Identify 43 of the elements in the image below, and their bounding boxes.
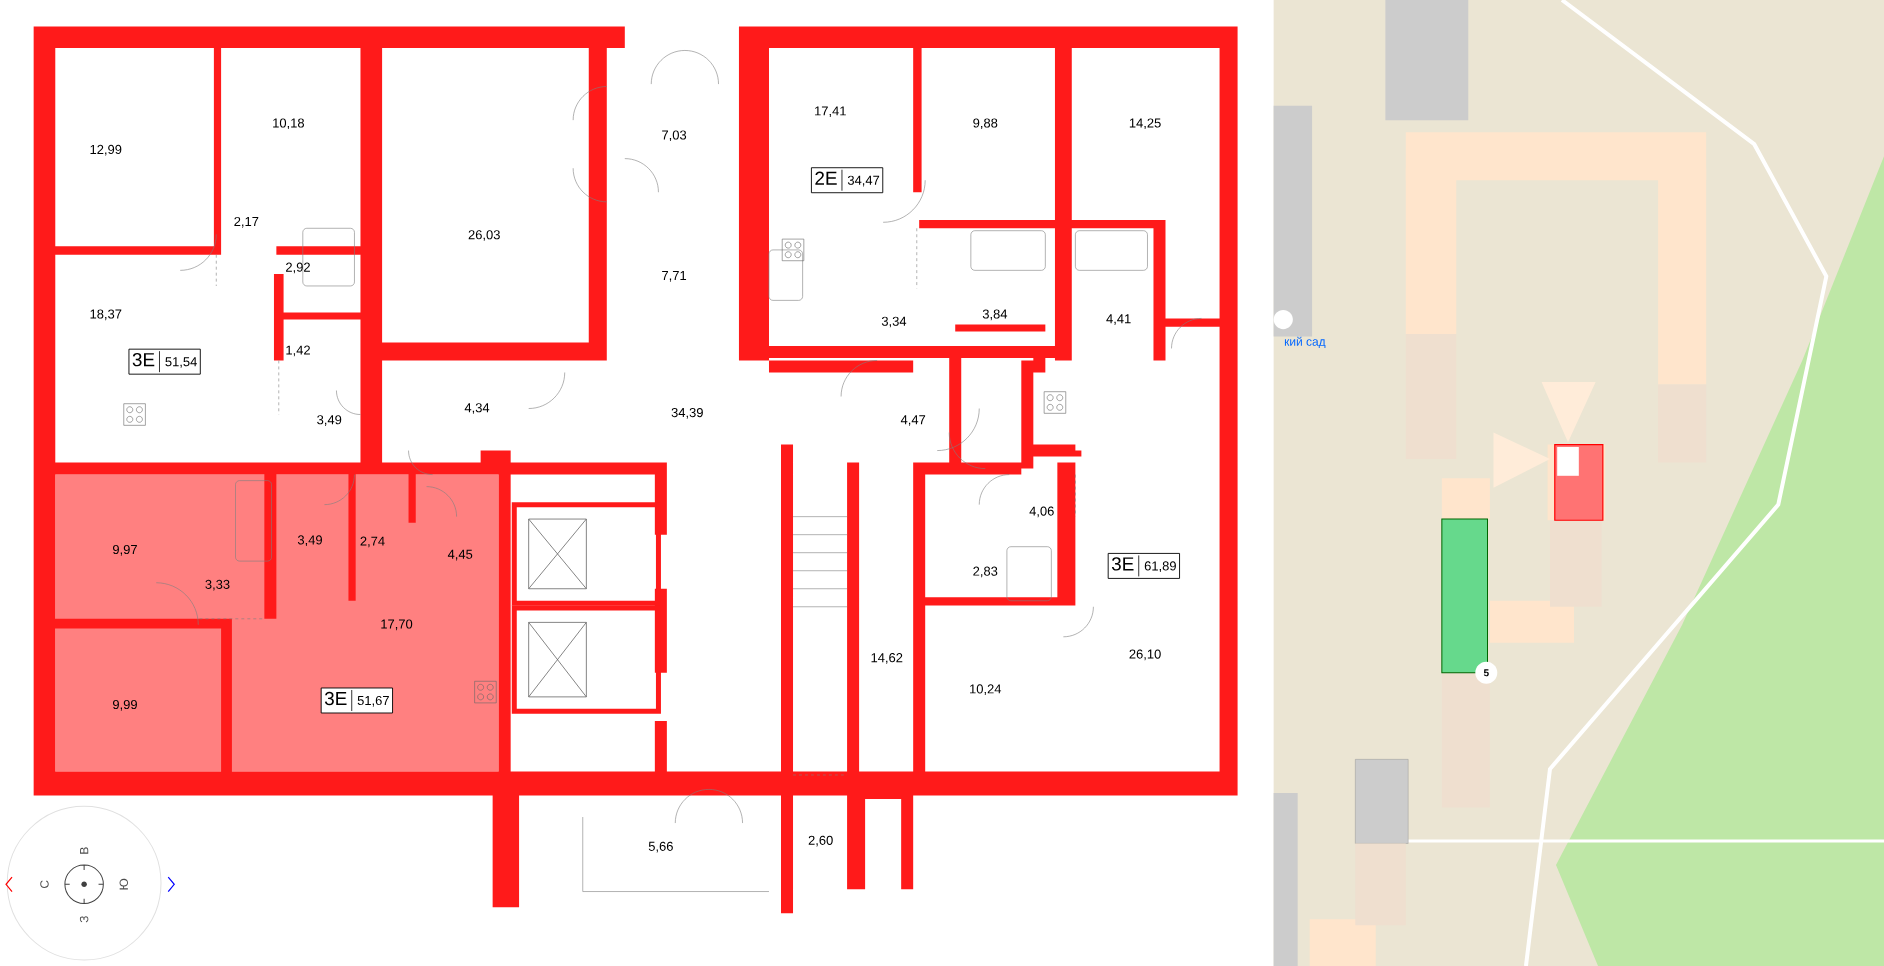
area-label: 9,88 [973, 118, 998, 130]
area-label: 3,33 [205, 579, 230, 591]
area-label: 10,18 [273, 118, 304, 130]
area-label: 17,70 [381, 619, 413, 631]
area-label: 2,92 [286, 262, 310, 274]
area-label: 18,37 [90, 309, 122, 321]
apartment-badge: 3Е 61,89 [1107, 552, 1180, 579]
area-label: 4,34 [464, 403, 490, 414]
compass-letter: В [80, 847, 89, 854]
area-label: 2,74 [360, 536, 385, 548]
area-label: 34,39 [671, 407, 703, 419]
area-label: 2,60 [808, 835, 833, 847]
map-label: кий сад [1284, 336, 1326, 349]
area-label: 14,25 [1129, 118, 1161, 130]
area-label: 2,83 [973, 566, 998, 578]
compass-letter: З [79, 916, 89, 923]
building-number: 5 [1475, 661, 1498, 684]
area-label: 4,06 [1029, 506, 1054, 518]
area-label: 7,03 [662, 130, 687, 142]
compass-letter: Ю [119, 878, 128, 890]
area-label: 1,42 [286, 345, 310, 357]
area-label: 3,84 [982, 309, 1008, 321]
area-label: 9,99 [113, 699, 137, 711]
area-label: 4,47 [900, 415, 926, 426]
area-label: 26,10 [1129, 649, 1161, 661]
area-label: 3,49 [297, 535, 322, 547]
compass-letter: С [40, 880, 49, 889]
apartment-badge: 3Е 51,54 [128, 348, 201, 375]
area-label: 5,66 [648, 841, 673, 853]
area-label: 26,03 [468, 230, 500, 241]
apartment-badge: 3Е 51,67 [320, 687, 393, 714]
area-label: 10,24 [970, 684, 1002, 696]
area-label: 17,41 [815, 106, 846, 118]
area-label: 12,99 [90, 144, 122, 156]
area-label: 3,49 [317, 415, 342, 426]
area-label: 14,62 [871, 653, 903, 664]
area-label: 4,45 [447, 549, 473, 561]
area-label: 3,34 [881, 316, 907, 328]
apartment-badge: 2Е 34,47 [810, 167, 884, 194]
area-label: 2,17 [234, 216, 259, 228]
area-label: 4,41 [1106, 314, 1131, 325]
area-label: 7,71 [662, 271, 687, 282]
area-label: 9,97 [113, 544, 137, 556]
